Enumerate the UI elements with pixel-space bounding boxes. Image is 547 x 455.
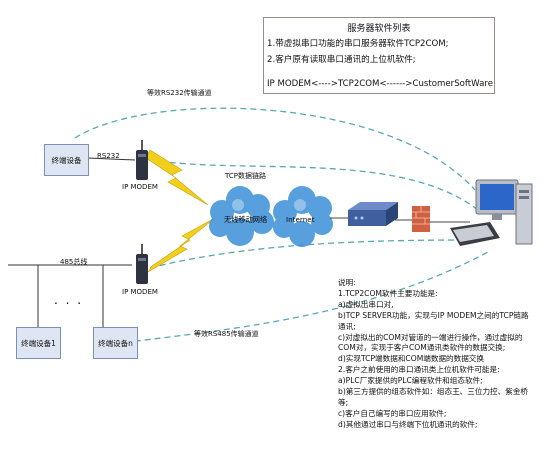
ip-modem-bottom-icon: [136, 244, 148, 284]
internet-cloud: [273, 186, 333, 247]
terminal-device-1-label: 终端设备1: [21, 338, 56, 348]
ellipsis: . . .: [54, 293, 84, 307]
notes-line: b)第三方提供的组态软件如：组态王、三位力控、紫金桥: [338, 387, 529, 397]
notes-line: 2.客户之前使用的串口通讯类上位机软件可能是:: [338, 365, 500, 375]
rs485-channel-label: 等效RS485传输通道: [194, 330, 259, 338]
notes-line: 1.TCP2COM软件主要功能是:: [338, 288, 438, 298]
tcp-link-arc: [149, 159, 479, 211]
software-list-box: 服务器软件列表 1.带虚拟串口功能的串口服务器软件TCP2COM; 2.客户原有…: [263, 17, 495, 94]
terminal-device-n-label: 终端设备n: [98, 338, 133, 348]
notes-line: COM对，实现于客户COM通讯类软件的数据交换;: [338, 343, 506, 353]
notes-line: d)其他通过串口与终端下位机通讯的软件;: [338, 419, 478, 429]
notes-panel: 说明: 1.TCP2COM软件主要功能是: a)虚拟出串口对, b)TCP SE…: [338, 278, 545, 453]
terminal-device-top-label: 终端设备: [51, 155, 82, 165]
software-list-title: 服务器软件列表: [347, 24, 411, 34]
terminal-device-top: 终端设备: [44, 144, 89, 176]
ip-modem-top-label: IP MODEM: [122, 183, 158, 191]
software-list-line-2: 2.客户原有读取串口通讯的上位机软件;: [267, 55, 416, 65]
tcp-link-arc-lower: [149, 239, 481, 269]
notes-heading: 说明:: [338, 278, 356, 287]
rs232-cable: [87, 157, 136, 161]
notes-line: b)TCP SERVER功能，实现与IP MODEM之间的TCP链路: [338, 310, 529, 320]
internet-label: Internet: [286, 215, 315, 224]
ip-modem-top-icon: [136, 140, 148, 180]
ip-modem-bottom-label: IP MODEM: [122, 288, 158, 296]
notes-line: c)客户自己编写的串口应用软件;: [338, 408, 447, 418]
terminal-device-n: 终端设备n: [93, 327, 138, 359]
lightning-bottom: [147, 217, 216, 273]
software-list-line-1: 1.带虚拟串口功能的串口服务器软件TCP2COM;: [267, 39, 449, 49]
lightning-top: [145, 149, 209, 206]
router-icon: [348, 202, 398, 226]
notes-line: c)对虚拟出的COM对管道的一端进行操作，通过虚拟的: [338, 332, 523, 342]
notes-line: d)实现TCP端数据和COM端数据的数据交换: [338, 354, 484, 364]
rs232-label: RS232: [97, 152, 120, 160]
notes-line: a)虚拟出串口对,: [338, 299, 394, 309]
rs232-channel-arc: [74, 107, 476, 191]
rs232-channel-label: 等效RS232传输通道: [147, 89, 212, 97]
notes-line: 通讯;: [338, 321, 356, 331]
notes-line: a)PLC厂家提供的PLC编程软件和组态软件;: [338, 376, 483, 386]
server-pc-icon: [450, 179, 533, 246]
wireless-network-label: 无线移动网络: [224, 215, 268, 224]
firewall-icon: [412, 206, 430, 232]
bus-485-label: 485总线: [60, 258, 88, 266]
notes-line: 等;: [338, 397, 349, 407]
software-list-line-3: IP MODEM<---->TCP2COM<------>CustomerSof…: [267, 79, 494, 89]
terminal-device-1: 终端设备1: [16, 327, 61, 359]
wireless-cloud: [209, 186, 274, 246]
tcp-link-label: TCP数据链路: [225, 172, 266, 180]
